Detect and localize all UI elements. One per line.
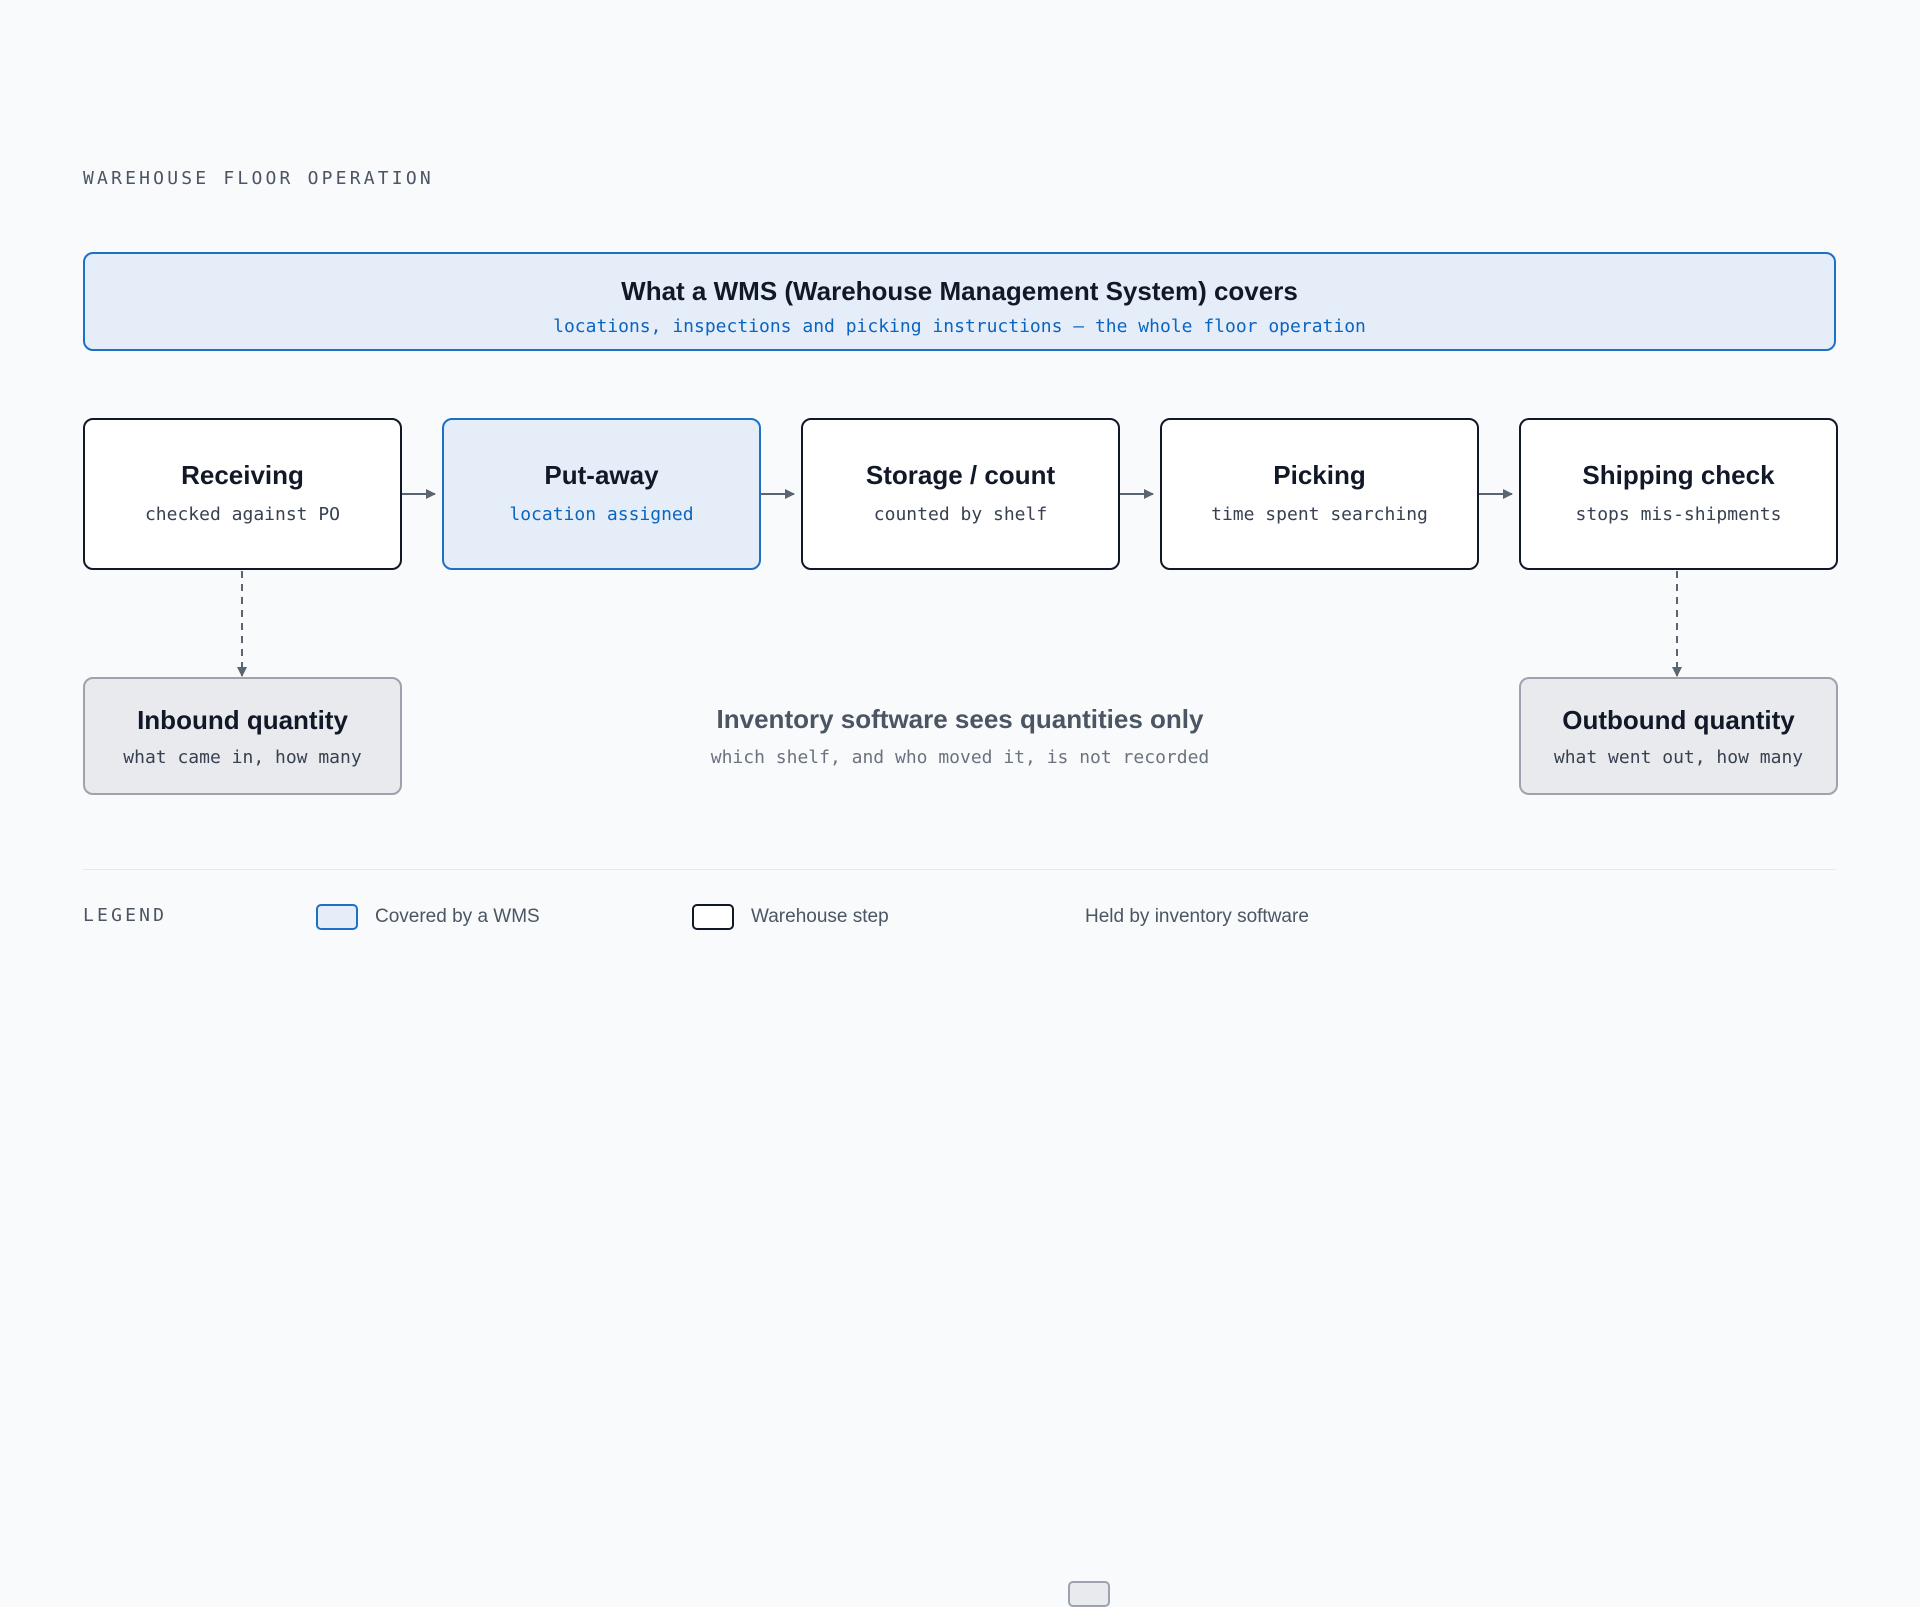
step-title: Receiving xyxy=(181,460,304,490)
legend-label: LEGEND xyxy=(83,905,168,926)
banner-subtitle: locations, inspections and picking instr… xyxy=(553,316,1366,337)
legend-text: Covered by a WMS xyxy=(375,906,540,927)
step-subtitle: counted by shelf xyxy=(873,504,1048,525)
center-note-title: Inventory software sees quantities only xyxy=(716,704,1204,734)
center-note-subtitle: which shelf, and who moved it, is not re… xyxy=(710,747,1210,768)
legend-text: Warehouse step xyxy=(751,906,889,927)
step-storage-count: Storage / count counted by shelf xyxy=(801,418,1120,570)
inventory-software-note: Inventory software sees quantities only … xyxy=(640,704,1280,768)
inbound-subtitle: what came in, how many xyxy=(123,747,362,768)
legend-item-wms: Covered by a WMS xyxy=(316,904,540,930)
outbound-title: Outbound quantity xyxy=(1562,705,1795,735)
legend-item-step: Warehouse step xyxy=(692,904,889,930)
legend-swatch-inventory xyxy=(1068,1581,1110,1607)
diagram-eyebrow: WAREHOUSE FLOOR OPERATION xyxy=(83,168,434,189)
step-title: Picking xyxy=(1273,460,1366,490)
step-put-away: Put-away location assigned xyxy=(442,418,761,570)
step-picking: Picking time spent searching xyxy=(1160,418,1479,570)
step-title: Shipping check xyxy=(1582,460,1775,490)
outbound-subtitle: what went out, how many xyxy=(1553,747,1804,768)
inbound-quantity-box: Inbound quantity what came in, how many xyxy=(83,677,402,795)
step-subtitle: checked against PO xyxy=(144,504,341,525)
wms-coverage-banner: What a WMS (Warehouse Management System)… xyxy=(83,252,1836,351)
legend-text: Held by inventory software xyxy=(1085,906,1309,927)
legend-item-inventory: Held by inventory software xyxy=(1068,904,1309,1607)
banner-title: What a WMS (Warehouse Management System)… xyxy=(621,276,1298,306)
step-title: Storage / count xyxy=(865,460,1056,490)
step-receiving: Receiving checked against PO xyxy=(83,418,402,570)
inbound-title: Inbound quantity xyxy=(137,705,348,735)
step-subtitle: location assigned xyxy=(509,504,694,525)
step-subtitle: stops mis-shipments xyxy=(1575,504,1782,525)
step-title: Put-away xyxy=(544,460,659,490)
step-shipping-check: Shipping check stops mis-shipments xyxy=(1519,418,1838,570)
legend-swatch-step xyxy=(692,904,734,930)
legend-divider xyxy=(83,869,1836,870)
legend-swatch-wms xyxy=(316,904,358,930)
outbound-quantity-box: Outbound quantity what went out, how man… xyxy=(1519,677,1838,795)
step-subtitle: time spent searching xyxy=(1211,504,1428,525)
flow-connectors xyxy=(237,489,1682,677)
